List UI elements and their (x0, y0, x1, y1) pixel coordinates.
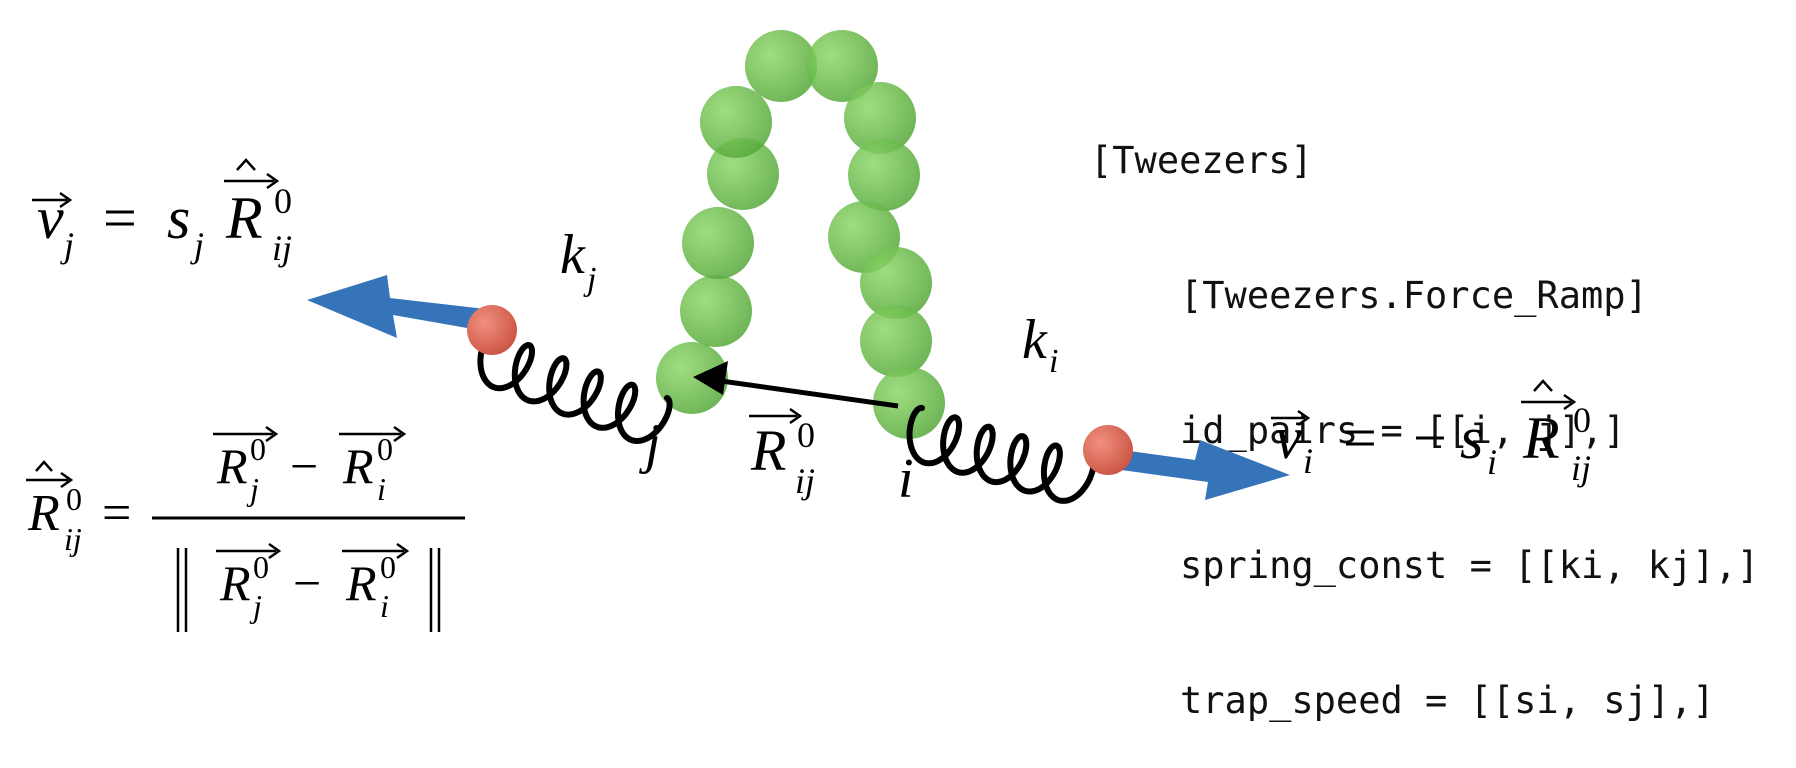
chain-bead (806, 30, 878, 102)
equation-vi: v i = − s i R 0 ij (1271, 379, 1591, 488)
svg-text:i: i (1487, 442, 1497, 482)
config-line-spring-const: spring_const = [[ki, kj],] (1180, 544, 1760, 587)
separation-arrow (699, 375, 899, 409)
polymer-chain (656, 30, 945, 439)
chain-bead (844, 82, 916, 154)
chain-bead (860, 247, 932, 319)
svg-text:ij: ij (272, 228, 292, 268)
tweezers-diagram: v j = s j R 0 ij k j k i j i R 0 ij v i (26, 30, 1591, 632)
svg-text:R: R (219, 555, 251, 611)
svg-text:0: 0 (1573, 400, 1591, 440)
svg-text:0: 0 (797, 415, 815, 455)
svg-text:s: s (167, 185, 190, 251)
equation-unit-vector: R 0 ij = R 0 j − R 0 i R 0 j − R 0 i (26, 425, 465, 632)
svg-text:0: 0 (250, 431, 266, 467)
trap-bead-i (1083, 425, 1133, 475)
svg-text:R: R (27, 485, 60, 542)
svg-text:0: 0 (253, 549, 269, 585)
chain-bead (848, 139, 920, 211)
svg-text:0: 0 (274, 181, 292, 221)
svg-text:i: i (377, 471, 386, 507)
svg-text:j: j (249, 588, 262, 624)
svg-text:0: 0 (66, 481, 82, 517)
chain-bead (680, 275, 752, 347)
svg-text:R: R (216, 438, 248, 494)
svg-text:=: = (1343, 405, 1377, 471)
config-line-section: [Tweezers] (1090, 139, 1313, 182)
chain-bead (873, 367, 945, 439)
svg-text:=: = (103, 185, 137, 251)
svg-text:j: j (583, 261, 596, 298)
force-arrow-i (1100, 440, 1290, 500)
svg-text:k: k (560, 224, 586, 286)
svg-text:−: − (1413, 405, 1447, 471)
svg-text:ij: ij (64, 521, 82, 557)
svg-text:i: i (1303, 441, 1313, 481)
config-line-trap-speed: trap_speed = [[si, sj],] (1180, 679, 1715, 722)
svg-text:ij: ij (795, 461, 815, 501)
chain-bead (700, 86, 772, 158)
svg-text:0: 0 (380, 549, 396, 585)
trap-bead-j (467, 305, 517, 355)
svg-text:j: j (190, 225, 204, 265)
svg-text:R: R (225, 185, 263, 251)
svg-text:v: v (37, 185, 64, 251)
separation-arrow-head (693, 361, 728, 395)
svg-text:R: R (750, 418, 786, 483)
config-line-id-pairs: id_pairs = [[i, j],] (1180, 409, 1626, 452)
svg-text:R: R (345, 555, 377, 611)
spring-i (906, 404, 1097, 504)
svg-text:s: s (1460, 405, 1483, 471)
svg-text:−: − (293, 555, 321, 611)
chain-bead (745, 30, 817, 102)
svg-text:ij: ij (1571, 448, 1591, 488)
svg-text:i: i (380, 588, 389, 624)
equation-vj: v j = s j R 0 ij (32, 158, 292, 268)
label-j: j (639, 413, 661, 475)
svg-text:0: 0 (377, 431, 393, 467)
svg-text:R: R (1522, 405, 1560, 471)
force-arrow-j (307, 275, 494, 338)
spring-j (477, 328, 673, 445)
svg-text:j: j (246, 471, 259, 507)
label-i: i (898, 448, 914, 510)
svg-text:−: − (290, 438, 318, 494)
svg-text:k: k (1022, 309, 1048, 371)
svg-text:j: j (60, 225, 74, 265)
svg-text:R: R (342, 438, 374, 494)
svg-text:v: v (1275, 405, 1302, 471)
label-kj: k j (560, 224, 596, 298)
label-separation: R 0 ij (749, 407, 815, 501)
chain-bead (656, 342, 728, 414)
config-line-subsection: [Tweezers.Force_Ramp] (1180, 274, 1648, 317)
chain-bead (682, 207, 754, 279)
svg-text:=: = (102, 485, 131, 542)
chain-bead (860, 305, 932, 377)
label-ki: k i (1022, 309, 1058, 380)
svg-text:i: i (1049, 343, 1058, 380)
